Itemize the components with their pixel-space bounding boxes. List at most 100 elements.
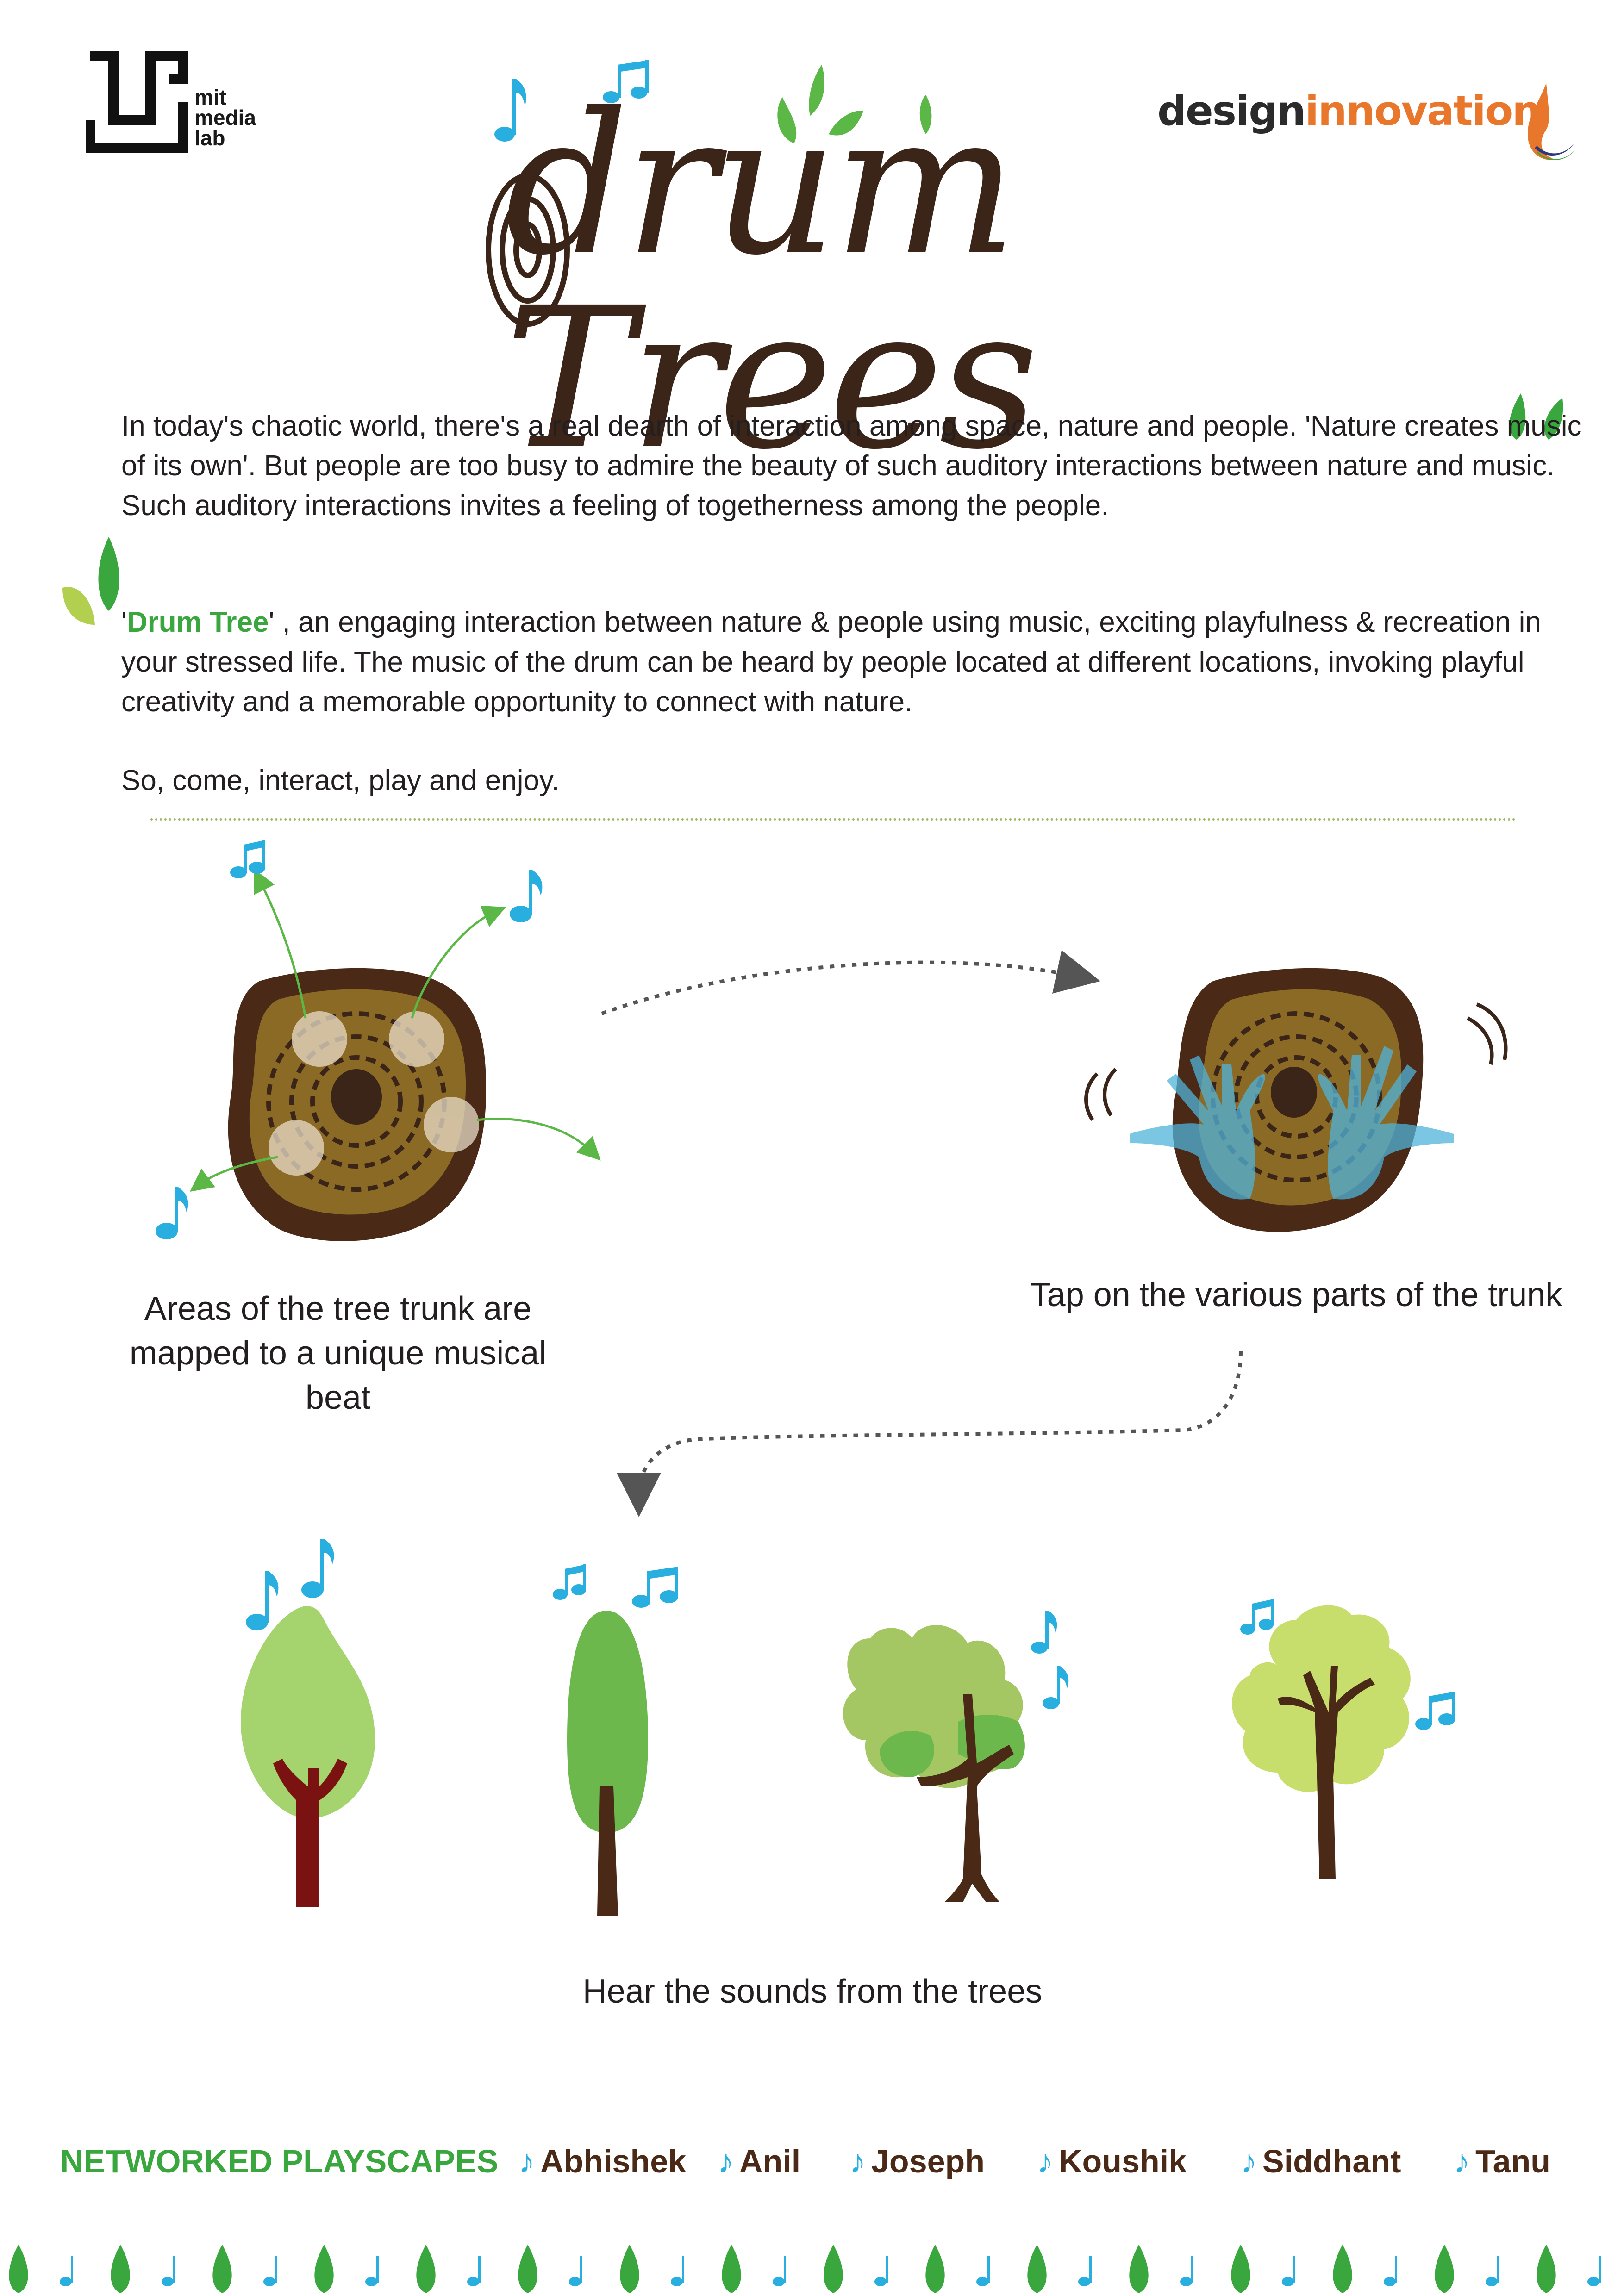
intro-paragraph-2: 'Drum Tree' , an engaging interaction be… [121, 603, 1593, 722]
music-note-icon [671, 2277, 683, 2286]
music-note-icon [156, 1187, 188, 1239]
music-note-stem [376, 2256, 379, 2283]
music-note-stem [1395, 2256, 1397, 2283]
quote-open: ' [121, 606, 127, 638]
music-note-icon [494, 79, 526, 142]
music-note-stem [1089, 2256, 1092, 2283]
process-illustration [156, 840, 1508, 1916]
leaf-icon [314, 2245, 334, 2293]
music-note-icon: ♪ [518, 2143, 535, 2179]
tree-3 [843, 1625, 1025, 1902]
tree-2 [567, 1611, 648, 1916]
hand-icon [1130, 1055, 1265, 1200]
title-decoration [486, 60, 932, 327]
music-note-stem [71, 2256, 73, 2283]
section-divider [150, 818, 1516, 821]
leaf-icon [111, 2245, 130, 2293]
step-2-caption: Tap on the various parts of the trunk [1030, 1276, 1562, 1313]
tree-stump-mapped [189, 869, 601, 1241]
tree-ring-icon [486, 173, 570, 327]
bottom-decoration-band [9, 2245, 1601, 2293]
leaf-icon [1231, 2245, 1250, 2293]
leaf-icon [212, 2245, 232, 2293]
music-note-icon [263, 2277, 275, 2286]
leaf-icon [1435, 2245, 1454, 2293]
music-note-icon [60, 2277, 72, 2286]
team-member: ♪Joseph [849, 2143, 985, 2179]
music-note-stem [173, 2256, 175, 2283]
mit-media-lab-logo: mit media lab [85, 50, 280, 153]
music-note-icon [1282, 2277, 1294, 2286]
team-member: ♪Tanu [1454, 2143, 1551, 2179]
tree-4 [1232, 1605, 1411, 1879]
music-note-icon [1240, 1599, 1455, 1730]
tree-stump-tapped [1084, 968, 1508, 1232]
music-note-icon [874, 2277, 887, 2286]
music-note-icon [1486, 2277, 1498, 2286]
team-member: ♪Abhishek [518, 2143, 687, 2179]
music-note-icon [246, 1539, 334, 1630]
step-1-caption: Areas of the tree trunk are mapped to a … [129, 1290, 547, 1416]
title-artwork: drum Trees [486, 51, 1157, 477]
team-member: ♪Anil [718, 2143, 801, 2179]
leaf-icon [620, 2245, 639, 2293]
music-note-icon [1078, 2277, 1090, 2286]
music-note-icon [162, 2277, 174, 2286]
music-note-icon [467, 2277, 479, 2286]
music-note-icon: ♪ [1037, 2143, 1053, 2179]
step-3-caption: Hear the sounds from the trees [582, 1973, 1043, 2010]
page-title: drum Trees [505, 72, 1039, 492]
music-note-stem [1497, 2256, 1499, 2283]
music-note-icon [773, 2277, 785, 2286]
leaf-pair-icon [62, 537, 119, 625]
team-member: ♪Koushik [1037, 2143, 1187, 2179]
music-note-stem [1191, 2256, 1193, 2283]
music-note-icon [603, 60, 649, 103]
vibration-icon [1084, 1002, 1508, 1121]
leaf-icon [1537, 2245, 1556, 2293]
leaf-icon [777, 65, 932, 143]
music-note-icon [1587, 2277, 1599, 2286]
music-note-icon [1384, 2277, 1396, 2286]
project-brand: NETWORKED PLAYSCAPES [60, 2143, 499, 2179]
logo-innovation-word: innovation [1305, 87, 1541, 135]
leaf-icon [925, 2245, 945, 2293]
flame-icon [1528, 83, 1576, 161]
music-note-icon: ♪ [1454, 2143, 1470, 2179]
music-note-stem [478, 2256, 481, 2283]
leaf-icon [518, 2245, 537, 2293]
music-note-stem [886, 2256, 888, 2283]
music-note-stem [580, 2256, 582, 2283]
music-note-icon [553, 1564, 678, 1608]
flow-arrow [601, 950, 1100, 1015]
music-note-stem [987, 2256, 990, 2283]
music-note-icon: ♪ [718, 2143, 734, 2179]
music-note-icon [1180, 2277, 1192, 2286]
tree-1 [241, 1606, 375, 1907]
music-note-stem [275, 2256, 277, 2283]
music-note-icon: ♪ [849, 2143, 866, 2179]
leaf-icon [824, 2245, 843, 2293]
design-innovation-logo: designinnovation [1157, 79, 1583, 171]
design-innovation-text: designinnovation [1157, 87, 1541, 135]
music-note-stem [1599, 2256, 1601, 2283]
music-note-icon [365, 2277, 377, 2286]
music-note-stem [784, 2256, 786, 2283]
leaf-icon [722, 2245, 741, 2293]
mit-logo-text: mit media lab [194, 85, 256, 150]
intro-paragraph-3: So, come, interact, play and enjoy. [121, 765, 560, 796]
drum-tree-highlight: Drum Tree [126, 606, 269, 638]
team-member: ♪Siddhant [1241, 2143, 1401, 2179]
music-note-icon [976, 2277, 988, 2286]
music-note-icon [569, 2277, 581, 2286]
logo-design-word: design [1157, 87, 1306, 135]
intro-paragraph-2-rest: ' , an engaging interaction between natu… [121, 606, 1541, 718]
music-note-icon [1031, 1611, 1069, 1709]
beat-zone-marker [269, 1011, 479, 1176]
credits-footer: NETWORKED PLAYSCAPES ♪Abhishek ♪Anil ♪Jo… [60, 2138, 1611, 2189]
leaf-icon [9, 2245, 28, 2293]
hand-icon [1318, 1046, 1454, 1200]
leaf-icon [1129, 2245, 1149, 2293]
music-note-stem [682, 2256, 684, 2283]
leaf-icon [1027, 2245, 1047, 2293]
